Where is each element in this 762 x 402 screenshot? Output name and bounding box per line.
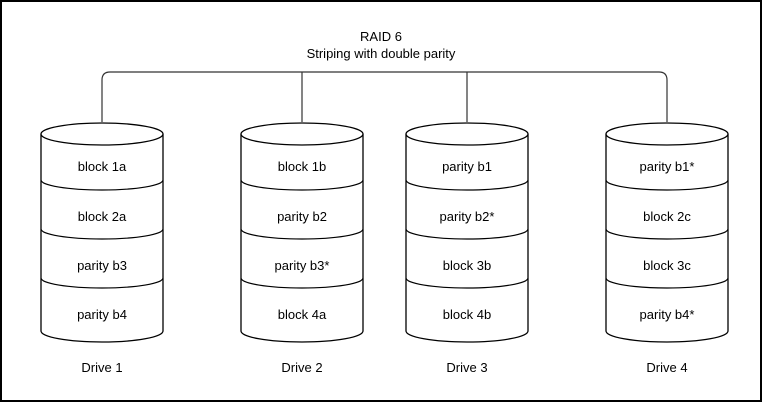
- disk-cylinder-icon: [405, 122, 529, 343]
- block-label: parity b3: [77, 258, 127, 273]
- diagram-title: RAID 6 Striping with double parity: [2, 28, 760, 62]
- drive-cylinder-4: parity b1* block 2c block 3c parity b4* …: [605, 122, 729, 378]
- block-label: block 4b: [442, 307, 492, 322]
- disk-cylinder-icon: [605, 122, 729, 343]
- drive-name-label: Drive 1: [81, 360, 123, 375]
- drive-cylinder-1: block 1a block 2a parity b3 parity b4 Dr…: [40, 122, 164, 378]
- drive-name-label: Drive 3: [446, 360, 488, 375]
- drive-cylinder-2: block 1b parity b2 parity b3* block 4a D…: [240, 122, 364, 378]
- block-label: block 4a: [277, 307, 327, 322]
- title-line-2: Striping with double parity: [306, 46, 456, 61]
- block-label: parity b4*: [639, 307, 695, 322]
- block-label: block 2a: [77, 209, 127, 224]
- disk-cylinder-icon: [40, 122, 164, 343]
- block-label: parity b4: [77, 307, 127, 322]
- title-line-1: RAID 6: [360, 29, 402, 44]
- block-label: parity b2*: [439, 209, 495, 224]
- block-label: block 2c: [643, 209, 691, 224]
- block-label: parity b1*: [639, 159, 695, 174]
- block-label: block 3b: [442, 258, 492, 273]
- drive-name-label: Drive 4: [646, 360, 688, 375]
- block-label: parity b3*: [274, 258, 330, 273]
- block-label: parity b1: [442, 159, 492, 174]
- block-label: block 3c: [643, 258, 691, 273]
- block-label: block 1a: [77, 159, 127, 174]
- disk-cylinder-icon: [240, 122, 364, 343]
- block-label: block 1b: [277, 159, 327, 174]
- drive-cylinder-3: parity b1 parity b2* block 3b block 4b D…: [405, 122, 529, 378]
- drive-name-label: Drive 2: [281, 360, 323, 375]
- block-label: parity b2: [277, 209, 327, 224]
